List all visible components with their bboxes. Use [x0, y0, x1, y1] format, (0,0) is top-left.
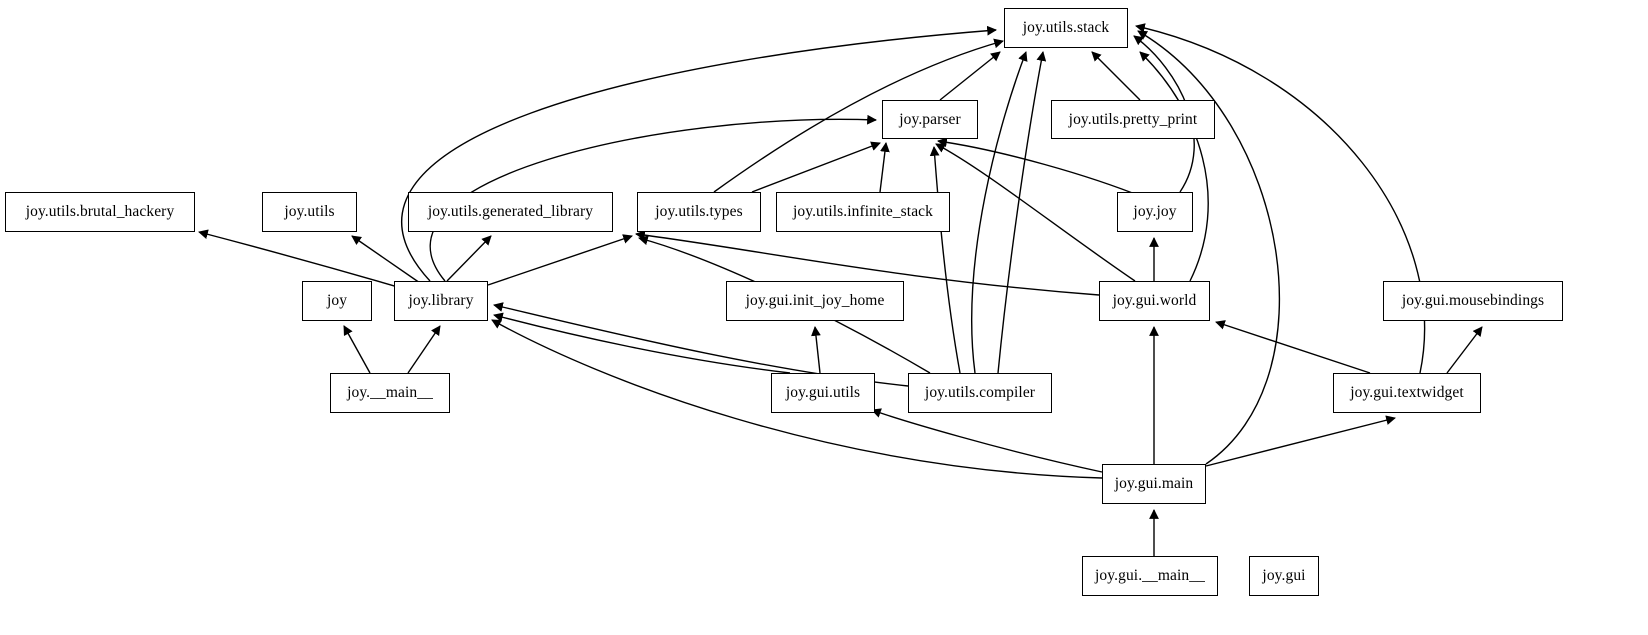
node-joy-gui-textwidget[interactable]: joy.gui.textwidget: [1333, 373, 1481, 413]
node-joy-gui[interactable]: joy.gui: [1249, 556, 1319, 596]
node-joy-utils[interactable]: joy.utils: [262, 192, 357, 232]
node-label: joy.utils: [284, 203, 335, 221]
node-label: joy.utils.compiler: [924, 384, 1036, 402]
node-joy-parser[interactable]: joy.parser: [882, 100, 978, 139]
node-joy-gui-main[interactable]: joy.gui.main: [1102, 464, 1206, 504]
node-joy-utils-pretty-print[interactable]: joy.utils.pretty_print: [1051, 100, 1215, 139]
node-label: joy.gui.textwidget: [1350, 384, 1464, 402]
node-label: joy.gui.mousebindings: [1401, 292, 1545, 310]
node-joy-gui-utils[interactable]: joy.gui.utils: [771, 373, 875, 413]
node-label: joy.utils.pretty_print: [1068, 110, 1198, 128]
node-joy-utils-infinite-stack[interactable]: joy.utils.infinite_stack: [776, 192, 950, 232]
node-label: joy.utils.infinite_stack: [792, 203, 933, 221]
node-joy-gui-world[interactable]: joy.gui.world: [1099, 281, 1210, 321]
node-label: joy.utils.stack: [1022, 19, 1110, 37]
node-label: joy.utils.generated_library: [427, 203, 594, 221]
node-label: joy.gui.world: [1112, 292, 1197, 310]
node-joy-gui-main-module[interactable]: joy.gui.__main__: [1082, 556, 1218, 596]
node-label: joy.utils.brutal_hackery: [25, 203, 175, 221]
node-joy-main-module[interactable]: joy.__main__: [330, 373, 450, 413]
node-joy-utils-types[interactable]: joy.utils.types: [637, 192, 761, 232]
node-joy-gui-mousebindings[interactable]: joy.gui.mousebindings: [1383, 281, 1563, 321]
node-label: joy.__main__: [347, 384, 433, 402]
node-label: joy.utils.types: [655, 203, 743, 221]
node-joy-library[interactable]: joy.library: [394, 281, 488, 321]
node-label: joy.gui.init_joy_home: [745, 292, 885, 310]
node-label: joy.library: [408, 292, 474, 310]
node-label: joy.joy: [1133, 203, 1177, 221]
node-label: joy.gui.main: [1114, 475, 1194, 493]
node-label: joy.gui: [1262, 567, 1306, 585]
node-joy-joy[interactable]: joy.joy: [1117, 192, 1193, 232]
node-joy-gui-init-joy-home[interactable]: joy.gui.init_joy_home: [726, 281, 904, 321]
node-joy-utils-generated-library[interactable]: joy.utils.generated_library: [408, 192, 613, 232]
node-label: joy.gui.__main__: [1095, 567, 1205, 585]
node-label: joy: [326, 292, 348, 310]
node-joy-utils-compiler[interactable]: joy.utils.compiler: [908, 373, 1052, 413]
node-joy-utils-brutal-hackery[interactable]: joy.utils.brutal_hackery: [5, 192, 195, 232]
node-label: joy.parser: [899, 110, 961, 128]
node-joy[interactable]: joy: [302, 281, 372, 321]
node-label: joy.gui.utils: [785, 384, 861, 402]
node-joy-utils-stack[interactable]: joy.utils.stack: [1004, 8, 1128, 48]
